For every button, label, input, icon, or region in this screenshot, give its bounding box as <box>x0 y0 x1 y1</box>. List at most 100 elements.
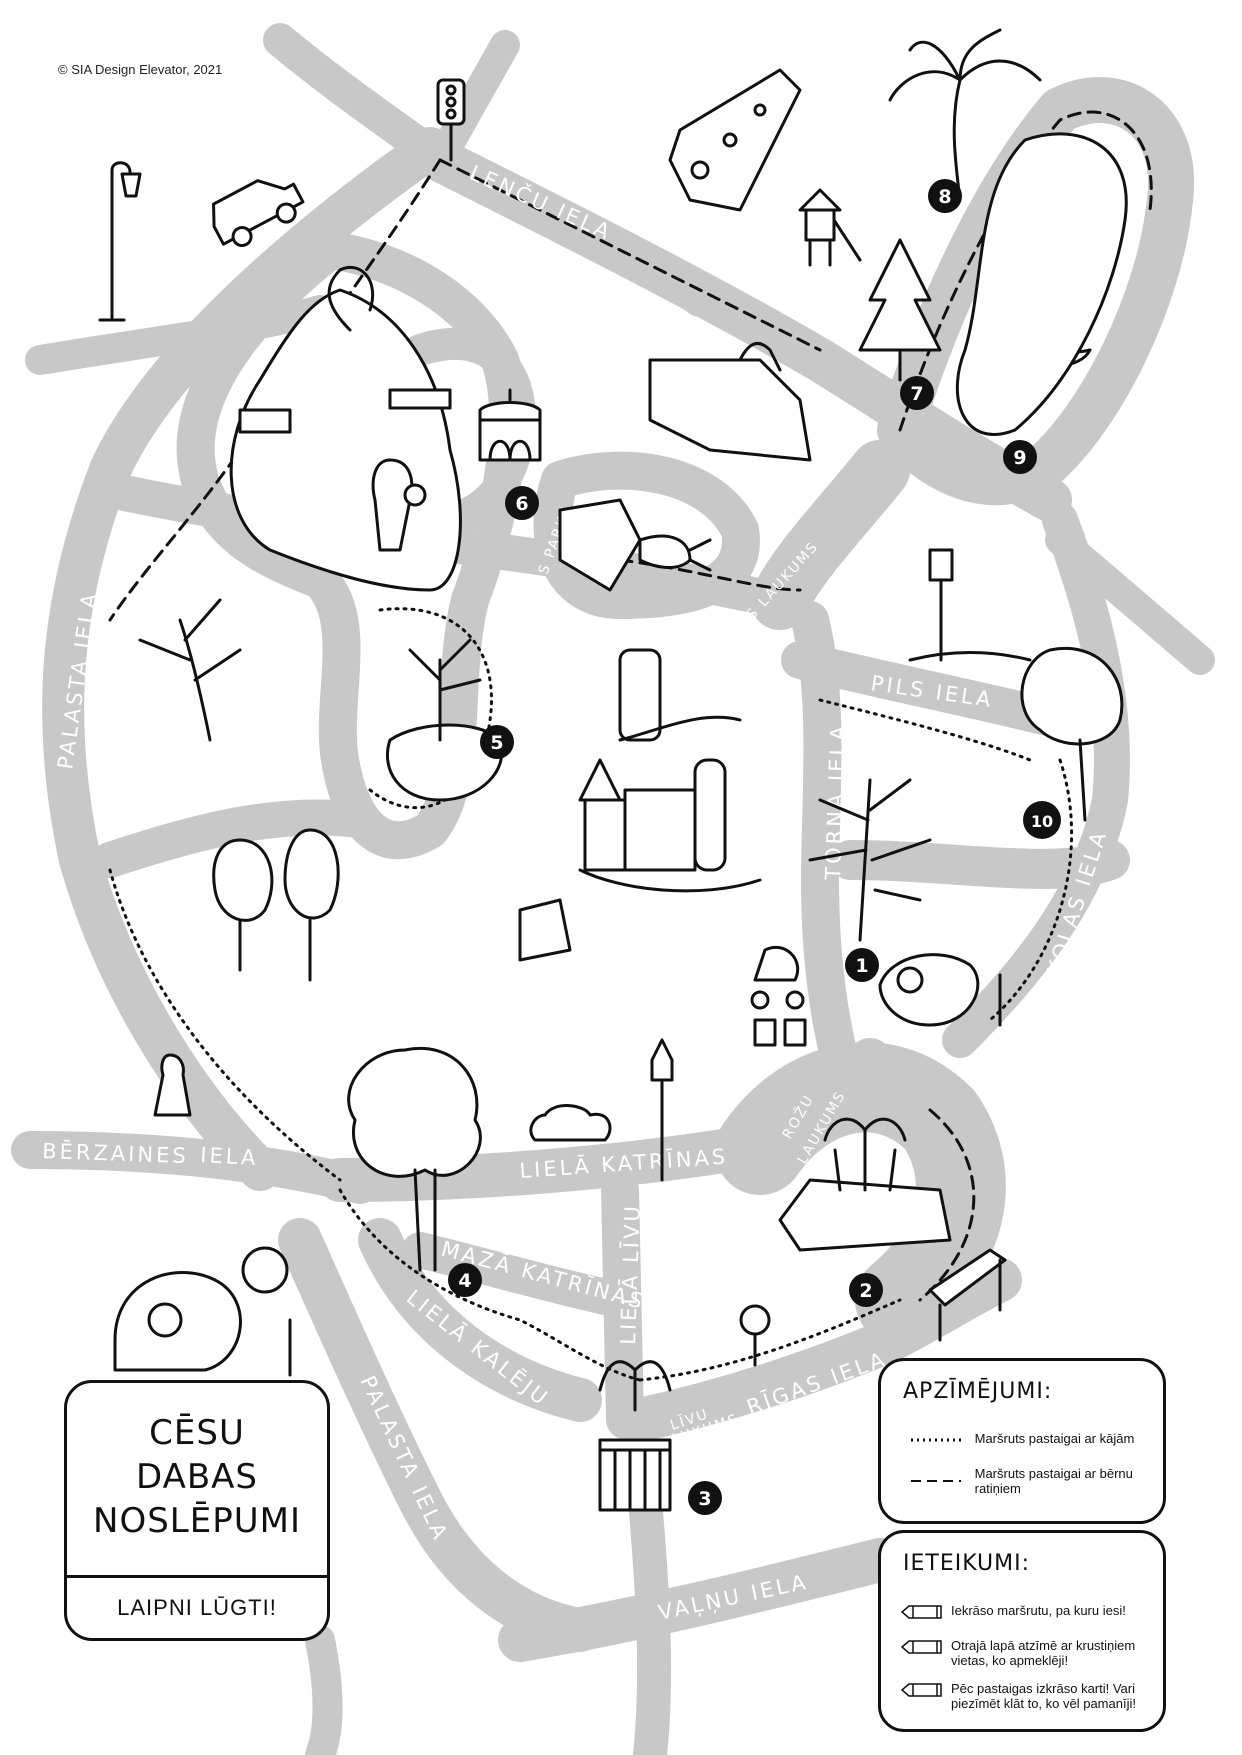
leafy-plant-icon <box>808 778 932 942</box>
island-5-outline <box>385 638 504 802</box>
svg-text:2: 2 <box>859 1280 872 1302</box>
label-bernu-rotalu: BĒRNU ROTAĻU LAUKUMS <box>776 97 892 302</box>
svg-text:10: 10 <box>1031 812 1053 831</box>
road-pils-laukums <box>750 440 910 630</box>
route-walk-skolas <box>988 758 1074 1022</box>
welcome-text: LAIPNI LŪGTI! <box>67 1575 327 1638</box>
legend-walk-row: Maršruts pastaigai ar kājām <box>911 1431 1151 1446</box>
cat-icon <box>648 341 812 462</box>
tree-icon <box>858 238 942 382</box>
legend-walk-label: Maršruts pastaigai ar kājām <box>974 1431 1135 1446</box>
stroller-icon <box>750 945 807 1047</box>
title-line-1: CĒSU <box>149 1413 245 1453</box>
legend-heading: APZĪMĒJUMI: <box>903 1379 1053 1404</box>
label-liela-kaleju: LIELĀ KALĒJU <box>402 1284 555 1411</box>
pavilion-icon <box>478 388 542 462</box>
lamp-post-icon <box>908 548 1032 662</box>
route-walk-rigas <box>638 1298 902 1382</box>
marker-4[interactable]: 4 <box>448 1263 482 1297</box>
pencil-icon <box>901 1683 942 1697</box>
snail-hiker-icon <box>878 953 1002 1027</box>
bird-icon <box>153 1053 192 1117</box>
road-palasta-upper <box>42 127 451 1191</box>
route-walk-katrinas <box>338 1188 642 1382</box>
svg-text:9: 9 <box>1013 447 1026 469</box>
walking-routes <box>108 607 1074 1382</box>
frog-hiker-icon <box>371 458 427 552</box>
pencil-icon <box>901 1605 942 1619</box>
pond-outline <box>955 132 1128 437</box>
marker-9[interactable]: 9 <box>1003 440 1037 474</box>
road-right-vertical <box>942 502 1130 1058</box>
road-right-out <box>1045 525 1215 675</box>
bush-icon <box>529 1104 612 1142</box>
tree-icon-left <box>138 598 242 742</box>
walk-route-swatch <box>911 1438 961 1442</box>
tip-text: Otrajā lapā atzīmē ar krustiņiem vietas,… <box>951 1638 1136 1668</box>
road-rigas <box>618 1258 1022 1442</box>
tip-text: Pēc pastaigas izkrāso karti! Vari piezīm… <box>951 1681 1136 1711</box>
road-liela-skolas <box>830 840 1130 889</box>
title-box: CĒSU DABAS NOSLĒPUMI LAIPNI LŪGTI! <box>64 1380 330 1641</box>
marker-10[interactable]: 10 <box>1023 801 1061 839</box>
copyright-notice: © SIA Design Elevator, 2021 <box>58 62 223 77</box>
svg-text:1: 1 <box>855 955 868 977</box>
traffic-light-icon <box>436 78 466 162</box>
street-lamp-icon-2 <box>650 1038 674 1182</box>
route-stroller-lencu <box>438 158 822 352</box>
road-valnu <box>498 1538 902 1662</box>
marker-2[interactable]: 2 <box>849 1273 883 1307</box>
rose-icon <box>739 1304 771 1367</box>
cheese-rock-icon <box>668 68 802 212</box>
legend-stroller-label: Maršruts pastaigai ar bērnu ratiņiem <box>974 1466 1133 1496</box>
legend-stroller-row: Maršruts pastaigai ar bērnu ratiņiem <box>911 1466 1151 1496</box>
svg-text:6: 6 <box>515 493 528 515</box>
playground-icon <box>798 188 862 267</box>
route-walk-island <box>368 607 493 809</box>
svg-text:8: 8 <box>938 186 951 208</box>
marker-3[interactable]: 3 <box>688 1481 722 1515</box>
trees-pair-icon <box>212 828 340 982</box>
road-liela-livu <box>601 1171 644 1439</box>
tree-icon-right <box>1020 647 1124 822</box>
label-berzaines: BĒRZAINES <box>42 1138 189 1168</box>
svg-text:4: 4 <box>458 1270 471 1292</box>
label-berzaines-iela: IELA <box>200 1143 259 1170</box>
water-fountain-icon <box>598 1360 672 1512</box>
map-title: CĒSU DABAS NOSLĒPUMI <box>67 1411 327 1543</box>
marker-6[interactable]: 6 <box>505 486 539 520</box>
legend-box: APZĪMĒJUMI: Maršruts pastaigai ar kājām … <box>878 1358 1166 1524</box>
marker-7[interactable]: 7 <box>900 376 934 410</box>
snail-title-icon <box>113 1246 292 1377</box>
label-palasta-iela-bottom: PALASTA IELA <box>355 1372 453 1545</box>
fountain-icon <box>778 1117 952 1252</box>
svg-text:5: 5 <box>490 732 503 754</box>
tip-text: Iekrāso maršrutu, pa kuru iesi! <box>951 1603 1126 1618</box>
lobster-icon <box>558 498 712 592</box>
pencil-icon <box>901 1640 942 1654</box>
car-icon <box>212 179 305 248</box>
route-walk-left <box>108 868 342 1182</box>
tips-box: IETEIKUMI: Iekrāso maršrutu, pa kuru ies… <box>878 1530 1166 1732</box>
road-left-branch <box>25 295 335 375</box>
road-maza-katrinas <box>402 1232 638 1318</box>
road-palasta-lower <box>278 1218 602 1652</box>
road-bottom-left <box>305 1625 343 1755</box>
stroller-route-swatch <box>911 1480 961 1482</box>
bench-icon <box>928 1248 1007 1342</box>
road-rozu-laukums <box>715 1042 1006 1345</box>
marker-1[interactable]: 1 <box>845 948 879 982</box>
road-lobster-loop <box>533 451 760 619</box>
label-liela-livu: LIELĀ LĪVU <box>616 1203 645 1345</box>
title-line-2: DABAS <box>135 1457 258 1497</box>
castle-icon <box>518 648 762 962</box>
marker-5[interactable]: 5 <box>480 725 514 759</box>
palm-tree-icon <box>888 28 1042 202</box>
route-stroller-rozu <box>918 1108 976 1302</box>
street-lamp-icon <box>98 161 142 322</box>
marker-8[interactable]: 8 <box>928 179 962 213</box>
big-oak-icon <box>347 1047 482 1272</box>
route-stroller-maija <box>898 110 1153 432</box>
road-liela-kaleju <box>358 1218 602 1422</box>
